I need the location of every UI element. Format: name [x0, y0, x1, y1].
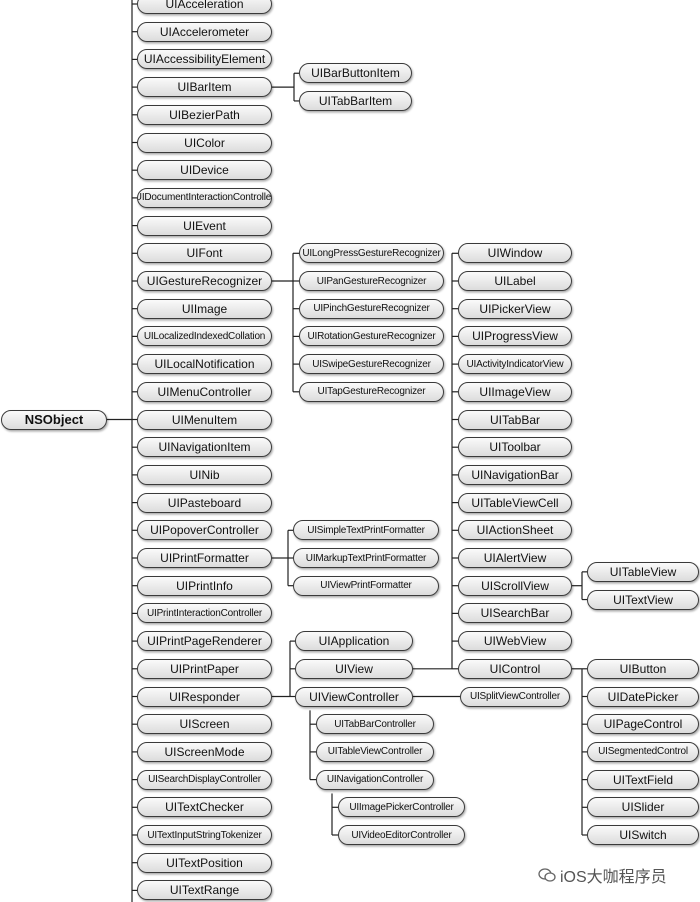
node-uipangesturerecognizer: UIPanGestureRecognizer [299, 271, 444, 291]
node-uiprintinfo: UIPrintInfo [137, 575, 272, 596]
node-uigesturerecognizer: UIGestureRecognizer [137, 271, 272, 291]
node-uibaritem: UIBarItem [137, 77, 272, 98]
node-uitapgesturerecognizer: UITapGestureRecognizer [299, 381, 444, 402]
node-uidevice: UIDevice [137, 160, 272, 181]
node-uibutton: UIButton [587, 658, 699, 679]
node-uiactionsheet: UIActionSheet [458, 520, 572, 541]
node-uiprintformatter: UIPrintFormatter [137, 548, 272, 568]
node-uisearchbar: UISearchBar [458, 603, 572, 624]
watermark-text: iOS大咖程序员 [560, 869, 667, 886]
node-uilocalnotification: UILocalNotification [137, 354, 272, 375]
node-uilabel: UILabel [458, 271, 572, 291]
node-uiprogressview: UIProgressView [458, 326, 572, 347]
node-uievent: UIEvent [137, 215, 272, 236]
node-uitabbar: UITabBar [458, 409, 572, 430]
node-uibarbuttonitem: UIBarButtonItem [299, 63, 412, 84]
node-uialertview: UIAlertView [458, 548, 572, 568]
node-uiimage: UIImage [137, 298, 272, 319]
node-uirotationgesturerecognizer: UIRotationGestureRecognizer [299, 326, 444, 347]
node-uitextposition: UITextPosition [137, 852, 272, 873]
node-uiscrollview: UIScrollView [458, 575, 572, 596]
node-uibezierpath: UIBezierPath [137, 104, 272, 125]
node-uiwebview: UIWebView [458, 631, 572, 652]
node-uinavigationbar: UINavigationBar [458, 464, 572, 485]
node-uisegmentedcontrol: UISegmentedControl [587, 741, 699, 762]
node-uiaccessibilityelement: UIAccessibilityElement [137, 49, 272, 70]
node-uipasteboard: UIPasteboard [137, 492, 272, 513]
node-uinavigationitem: UINavigationItem [137, 437, 272, 458]
node-uivideoeditorcontroller: UIVideoEditorController [338, 825, 465, 845]
node-uitextrange: UITextRange [137, 880, 272, 901]
node-uiprintpagerenderer: UIPrintPageRenderer [137, 631, 272, 652]
node-uidatepicker: UIDatePicker [587, 686, 699, 707]
node-uiimageview: UIImageView [458, 381, 572, 402]
node-uiscreenmode: UIScreenMode [137, 741, 272, 762]
node-uitextchecker: UITextChecker [137, 797, 272, 818]
node-uiimagepickercontroller: UIImagePickerController [338, 797, 465, 818]
node-uitoolbar: UIToolbar [458, 437, 572, 458]
node-uipinchgesturerecognizer: UIPinchGestureRecognizer [299, 298, 444, 319]
node-uiaccelerometer: UIAccelerometer [137, 21, 272, 42]
node-uisplitviewcontroller: UISplitViewController [460, 686, 570, 707]
node-nsobject: NSObject [1, 409, 107, 430]
node-uitabbaritem: UITabBarItem [299, 90, 412, 111]
node-uilocalizedindexedcollation: UILocalizedIndexedCollation [137, 326, 272, 347]
node-uitextfield: UITextField [587, 769, 699, 790]
node-uitextinputstringtokenizer: UITextInputStringTokenizer [137, 825, 272, 845]
node-uimenucontroller: UIMenuController [137, 381, 272, 402]
node-uiacceleration: UIAcceleration [137, 0, 272, 14]
node-uidocumentinteractioncontroller: UIDocumentInteractionController [137, 187, 272, 208]
node-uiswitch: UISwitch [587, 825, 699, 845]
node-uitextview: UITextView [587, 589, 699, 610]
node-uipickerview: UIPickerView [458, 298, 572, 319]
node-uiresponder: UIResponder [137, 686, 272, 707]
node-uiswipegesturerecognizer: UISwipeGestureRecognizer [299, 354, 444, 375]
node-uitableviewcontroller: UITableViewController [316, 741, 434, 762]
node-uinavigationcontroller: UINavigationController [316, 769, 434, 790]
node-uinib: UINib [137, 464, 272, 485]
node-uimenuitem: UIMenuItem [137, 409, 272, 430]
node-uilongpressgesturerecognizer: UILongPressGestureRecognizer [299, 243, 444, 264]
node-uiviewprintformatter: UIViewPrintFormatter [293, 575, 439, 596]
node-uiprintinteractioncontroller: UIPrintInteractionController [137, 603, 272, 624]
node-uiapplication: UIApplication [295, 631, 413, 652]
node-uipagecontrol: UIPageControl [587, 714, 699, 735]
node-uiactivityindicatorview: UIActivityIndicatorView [458, 354, 572, 375]
node-uitabbarcontroller: UITabBarController [316, 714, 434, 735]
node-uiprintpaper: UIPrintPaper [137, 658, 272, 679]
node-uipopovercontroller: UIPopoverController [137, 520, 272, 541]
node-uifont: UIFont [137, 243, 272, 264]
node-uitableviewcell: UITableViewCell [458, 492, 572, 513]
wechat-icon [538, 868, 556, 882]
node-uiview: UIView [295, 658, 413, 679]
node-uitableview: UITableView [587, 561, 699, 582]
watermark: iOS大咖程序员 [538, 863, 667, 887]
node-uiscreen: UIScreen [137, 714, 272, 735]
node-uislider: UISlider [587, 797, 699, 818]
node-uicontrol: UIControl [458, 658, 572, 679]
node-uiviewcontroller: UIViewController [295, 686, 413, 707]
node-uiwindow: UIWindow [458, 243, 572, 264]
node-uisimpletextprintformatter: UISimpleTextPrintFormatter [293, 520, 439, 541]
node-uimarkuptextprintformatter: UIMarkupTextPrintFormatter [293, 548, 439, 568]
node-uisearchdisplaycontroller: UISearchDisplayController [137, 769, 272, 790]
node-uicolor: UIColor [137, 132, 272, 153]
